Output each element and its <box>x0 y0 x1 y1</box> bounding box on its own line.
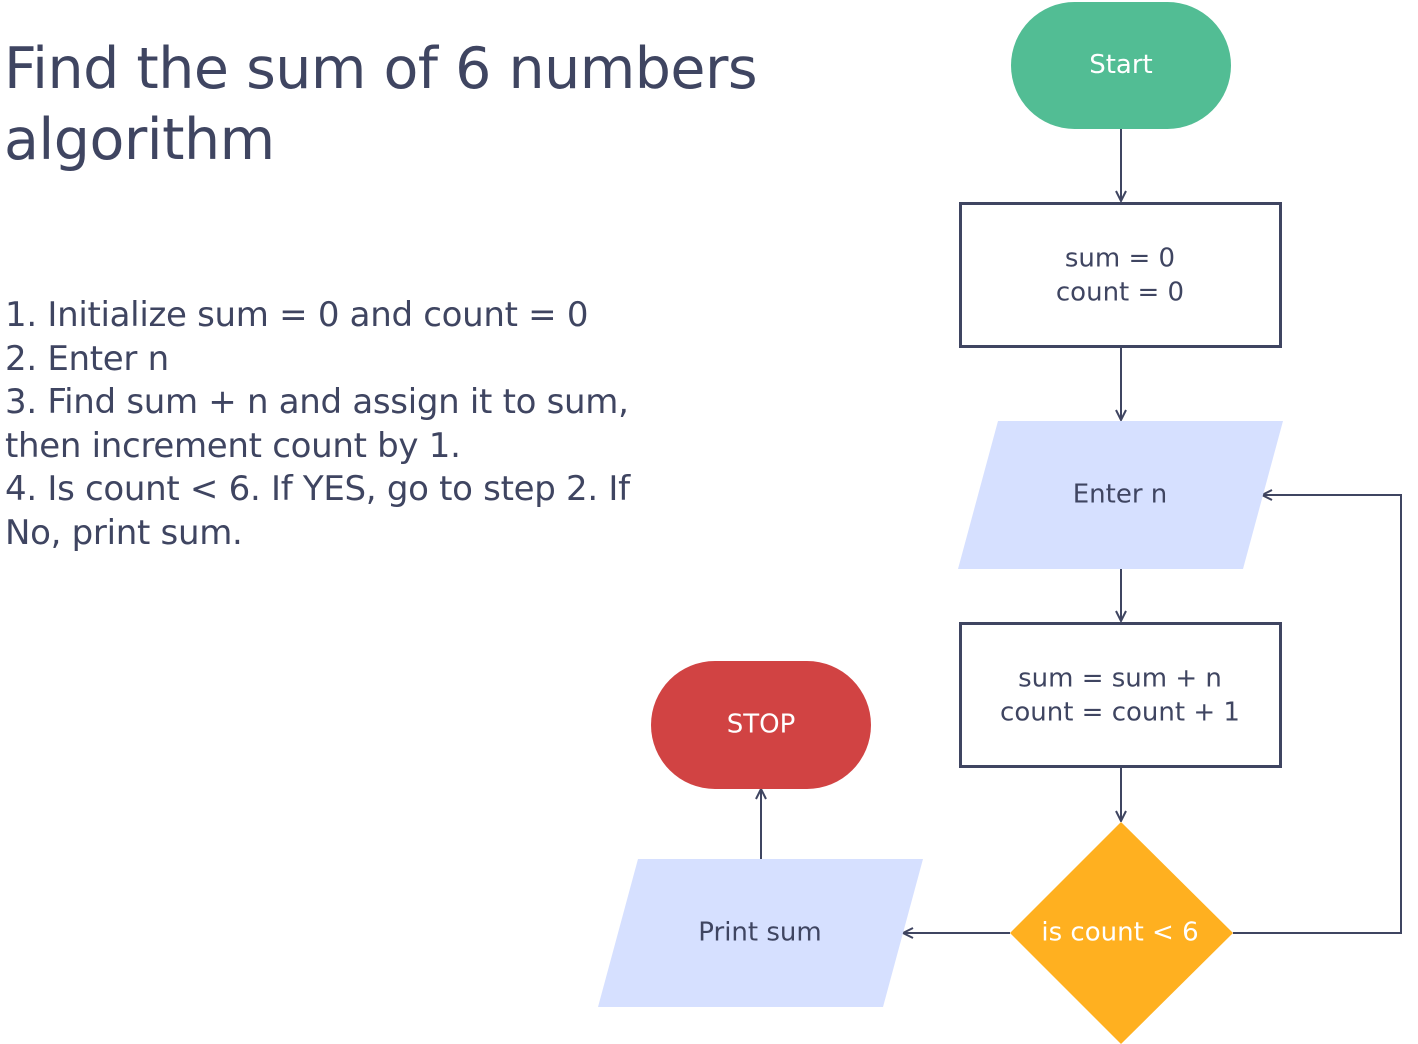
step-item: 2. Enter n <box>5 338 169 379</box>
process-line-2: count = count + 1 <box>1000 698 1240 728</box>
connectors <box>761 129 1402 934</box>
output-shape <box>598 859 923 1007</box>
init-shape <box>959 202 1282 348</box>
arrow-decision-loop-back <box>1233 495 1402 934</box>
init-node: sum = 0 count = 0 <box>959 202 1282 348</box>
start-label: Start <box>1089 50 1153 80</box>
output-node: Print sum <box>598 859 923 1007</box>
process-shape <box>959 622 1282 768</box>
init-line-2: count = 0 <box>1056 278 1184 308</box>
stop-shape <box>651 661 871 789</box>
stop-label: STOP <box>727 710 796 740</box>
stop-node: STOP <box>651 661 871 789</box>
output-label: Print sum <box>698 918 821 948</box>
algorithm-steps: 1. Initialize sum = 0 and count = 0 2. E… <box>5 294 685 555</box>
decision-label: is count < 6 <box>1041 918 1198 948</box>
decision-shape <box>1010 822 1233 1044</box>
input-node: Enter n <box>958 421 1283 569</box>
step-item: 4. Is count < 6. If YES, go to step 2. I… <box>5 469 630 553</box>
start-shape <box>1011 2 1231 129</box>
page-title: Find the sum of 6 numbers algorithm <box>4 36 758 173</box>
decision-node: is count < 6 <box>1010 822 1233 1044</box>
start-node: Start <box>1011 2 1231 129</box>
step-item: 3. Find sum + n and assign it to sum, th… <box>5 382 629 466</box>
init-line-1: sum = 0 <box>1065 244 1175 274</box>
process-line-1: sum = sum + n <box>1018 664 1222 694</box>
process-node: sum = sum + n count = count + 1 <box>959 622 1282 768</box>
input-shape <box>958 421 1283 569</box>
input-label: Enter n <box>1073 480 1168 510</box>
step-item: 1. Initialize sum = 0 and count = 0 <box>5 295 589 335</box>
